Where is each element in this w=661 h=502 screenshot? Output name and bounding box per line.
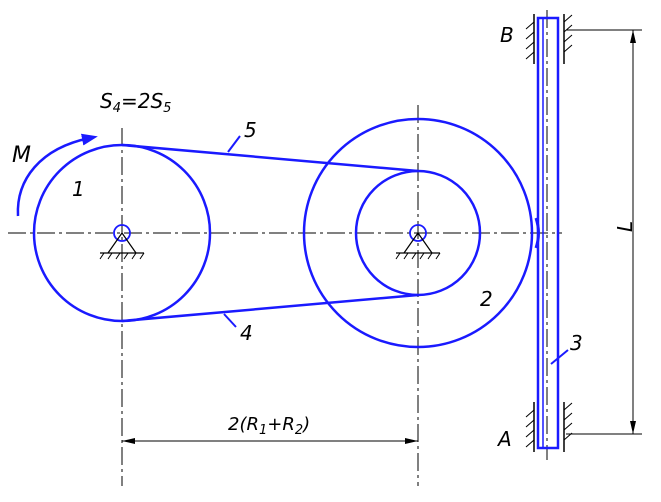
belt-relation: S4=2S5 xyxy=(100,89,171,116)
guide-a xyxy=(525,402,573,452)
pulley-2-label: 2 xyxy=(480,287,493,311)
rod-3-label: 3 xyxy=(570,331,583,355)
belt-4-label: 4 xyxy=(240,321,253,345)
support-a-label: A xyxy=(496,427,512,451)
pulley-1-label: 1 xyxy=(72,177,85,201)
pivot-support-2 xyxy=(395,224,441,260)
moment-label: M xyxy=(12,143,31,168)
length-label: L xyxy=(613,221,637,232)
belts xyxy=(121,143,419,323)
pivot-support-1 xyxy=(99,224,145,260)
belt-5-label: 5 xyxy=(244,118,257,142)
guide-b xyxy=(525,14,573,64)
leader-lines xyxy=(223,135,569,365)
distance-label: 2(R1+R2) xyxy=(228,414,310,438)
pulley-2-outer xyxy=(302,117,534,349)
leader-3 xyxy=(550,349,569,365)
dimension-l xyxy=(566,29,642,435)
belt-4 xyxy=(121,293,419,323)
contact-point xyxy=(534,217,540,249)
belt-5 xyxy=(121,143,419,173)
moment-arrow xyxy=(16,133,98,217)
leader-5 xyxy=(227,135,241,153)
support-b-label: B xyxy=(500,23,514,47)
leader-4 xyxy=(223,313,237,328)
